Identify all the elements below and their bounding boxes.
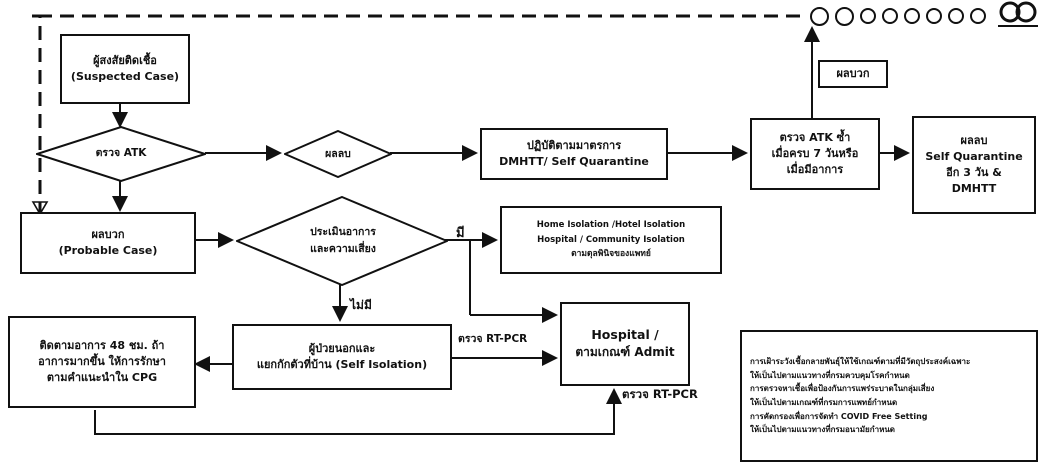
hospital-line2: ตามเกณฑ์ Admit: [575, 345, 675, 360]
hospital-box: Hospital / ตามเกณฑ์ Admit: [560, 302, 690, 386]
notes-line5: การคัดกรองเพื่อการจัดทำ COVID Free Setti…: [750, 411, 928, 421]
followup-line3: ตามคำแนะนำใน CPG: [46, 370, 158, 384]
negative-result-line4: DMHTT: [951, 181, 997, 195]
circle-icon-7: [948, 8, 964, 24]
negative-result-line2: Self Quarantine: [925, 150, 1023, 164]
isolation-options-box: Home Isolation /Hotel Isolation Hospital…: [500, 206, 722, 274]
circle-icon-3: [860, 8, 876, 24]
followup-line1: ติดตามอาการ 48 ชม. ถ้า: [39, 339, 165, 353]
isolation-line1: Home Isolation /Hotel Isolation: [536, 220, 686, 231]
assess-label: ประเมินอาการ และความเสี่ยง: [288, 224, 398, 258]
atk-check-label: ตรวจ ATK: [95, 147, 147, 159]
self-isolation-box: ผู้ป่วยนอกและ แยกกักตัวที่บ้าน (Self Iso…: [232, 324, 452, 390]
probable-case-box: ผลบวก (Probable Case): [20, 212, 196, 274]
dmhtt-line1: ปฏิบัติตามมาตรการ: [526, 139, 622, 153]
probable-line1: ผลบวก: [91, 228, 125, 242]
circle-icon-8: [970, 8, 986, 24]
circle-icon-5: [904, 8, 920, 24]
positive-small-box: ผลบวก: [818, 60, 888, 88]
suspected-case-box: ผู้สงสัยติดเชื้อ (Suspected Case): [60, 34, 190, 104]
circle-icon-1: [810, 6, 829, 26]
notes-line6: ให้เป็นไปตามแนวทางที่กรมอนามัยกำหนด: [750, 425, 895, 435]
hospital-line1: Hospital /: [591, 327, 659, 343]
edge-label-yes: มี: [456, 226, 465, 241]
assess-risk-diamond: [236, 196, 448, 286]
negative-decision-diamond: [284, 130, 392, 178]
circle-icon-2: [835, 6, 854, 26]
dashed-arrowhead: [31, 201, 49, 216]
circle-icon-4: [882, 8, 898, 24]
atk-repeat-line1: ตรวจ ATK ซ้ำ: [779, 131, 851, 145]
negative-result-line1: ผลลบ: [960, 134, 988, 148]
followup-box: ติดตามอาการ 48 ชม. ถ้า อาการมากขึ้น ให้ก…: [8, 316, 196, 408]
notes-line1: การเฝ้าระวังเชื้อกลายพันธุ์ให้ใช้เกณฑ์ตา…: [750, 357, 971, 367]
atk-check-diamond: [36, 126, 206, 182]
edge-label-no: ไม่มี: [350, 298, 372, 312]
circle-icon-6: [926, 8, 942, 24]
department-logo-icon: [998, 1, 1038, 27]
positive-small-label: ผลบวก: [836, 67, 870, 81]
dmhtt-box: ปฏิบัติตามมาตรการ DMHTT/ Self Quarantine: [480, 128, 668, 180]
edge-label-rtpcr-2: ตรวจ RT-PCR: [622, 387, 698, 401]
suspected-line2: (Suspected Case): [70, 70, 180, 83]
notes-line3: การตรวจหาเชื้อเพื่อป้องกันการแพร่ระบาดใน…: [750, 384, 935, 394]
notes-box: การเฝ้าระวังเชื้อกลายพันธุ์ให้ใช้เกณฑ์ตา…: [740, 330, 1038, 462]
edge-label-rtpcr-1: ตรวจ RT-PCR: [458, 333, 528, 345]
isolation-line3: ตามดุลพินิจของแพทย์: [571, 249, 651, 260]
assess-line2: และความเสี่ยง: [310, 242, 376, 255]
header-icon-row: [810, 4, 990, 28]
dmhtt-line2: DMHTT/ Self Quarantine: [499, 155, 649, 168]
atk-repeat-line2: เมื่อครบ 7 วันหรือ: [771, 147, 859, 161]
suspected-line1: ผู้สงสัยติดเชื้อ: [93, 54, 157, 68]
notes-line4: ให้เป็นไปตามเกณฑ์ที่กรมการแพทย์กำหนด: [750, 398, 898, 407]
negative-decision-label: ผลลบ: [325, 148, 351, 160]
self-isolation-line2: แยกกักตัวที่บ้าน (Self Isolation): [256, 358, 428, 371]
assess-line1: ประเมินอาการ: [310, 226, 376, 238]
probable-line2: (Probable Case): [58, 244, 158, 257]
followup-line2: อาการมากขึ้น ให้การรักษา: [38, 355, 166, 369]
isolation-line2: Hospital / Community Isolation: [537, 234, 685, 245]
atk-repeat-box: ตรวจ ATK ซ้ำ เมื่อครบ 7 วันหรือ เมื่อมีอ…: [750, 118, 880, 190]
self-isolation-line1: ผู้ป่วยนอกและ: [308, 342, 376, 356]
negative-result-line3: อีก 3 วัน &: [946, 166, 1002, 179]
atk-repeat-line3: เมื่อมีอาการ: [786, 162, 844, 176]
notes-line2: ให้เป็นไปตามแนวทางที่กรมควบคุมโรคกำหนด: [750, 370, 910, 380]
negative-result-box: ผลลบ Self Quarantine อีก 3 วัน & DMHTT: [912, 116, 1036, 214]
